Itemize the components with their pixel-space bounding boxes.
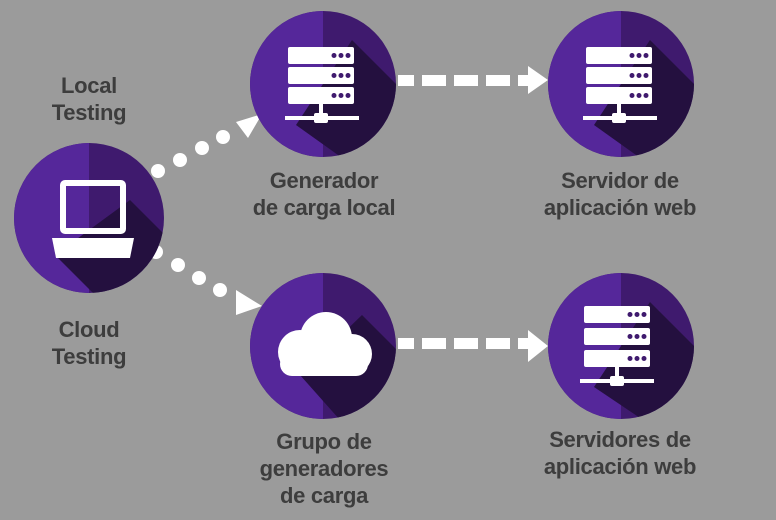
label-line: de carga local bbox=[252, 195, 396, 220]
laptop-icon bbox=[52, 180, 134, 258]
arrowhead-icon bbox=[528, 66, 548, 94]
connector-client-to-local-generator bbox=[151, 114, 262, 178]
server-icon bbox=[285, 47, 359, 123]
cloud-generators-node bbox=[250, 273, 396, 419]
cloud-generators-label: Grupo de generadores de carga bbox=[238, 428, 410, 509]
local-generator-label: Generador de carga local bbox=[238, 167, 410, 221]
connector-client-to-cloud-generators bbox=[149, 245, 262, 315]
label-line: Local bbox=[61, 73, 117, 98]
web-server-node bbox=[548, 11, 694, 157]
cloud-icon bbox=[278, 312, 372, 376]
label-line: Testing bbox=[51, 344, 127, 369]
arrowhead-icon bbox=[528, 330, 548, 362]
local-testing-label: Local Testing bbox=[30, 72, 148, 126]
label-line: Servidor de bbox=[561, 168, 679, 193]
server-icon bbox=[583, 47, 657, 123]
connector-local-generator-to-web-server bbox=[398, 66, 548, 94]
local-generator-node bbox=[250, 11, 396, 157]
web-servers-node bbox=[548, 273, 694, 419]
arrowhead-icon bbox=[236, 114, 262, 138]
label-line: generadores bbox=[259, 456, 389, 481]
label-line: Grupo de bbox=[276, 429, 372, 454]
cloud-testing-label: Cloud Testing bbox=[30, 316, 148, 370]
connector-cloud-generators-to-web-servers bbox=[398, 330, 548, 362]
label-line: Cloud bbox=[58, 317, 120, 342]
label-line: Generador bbox=[269, 168, 379, 193]
label-line: aplicación web bbox=[543, 454, 697, 479]
label-line: Servidores de bbox=[549, 427, 691, 452]
client-node bbox=[14, 143, 164, 293]
web-server-label: Servidor de aplicación web bbox=[520, 167, 720, 221]
server-icon bbox=[580, 306, 654, 386]
label-line: Testing bbox=[51, 100, 127, 125]
web-servers-label: Servidores de aplicación web bbox=[510, 426, 730, 480]
label-line: aplicación web bbox=[543, 195, 697, 220]
connectors bbox=[149, 66, 548, 362]
label-line: de carga bbox=[279, 483, 369, 508]
arrowhead-icon bbox=[236, 290, 262, 315]
